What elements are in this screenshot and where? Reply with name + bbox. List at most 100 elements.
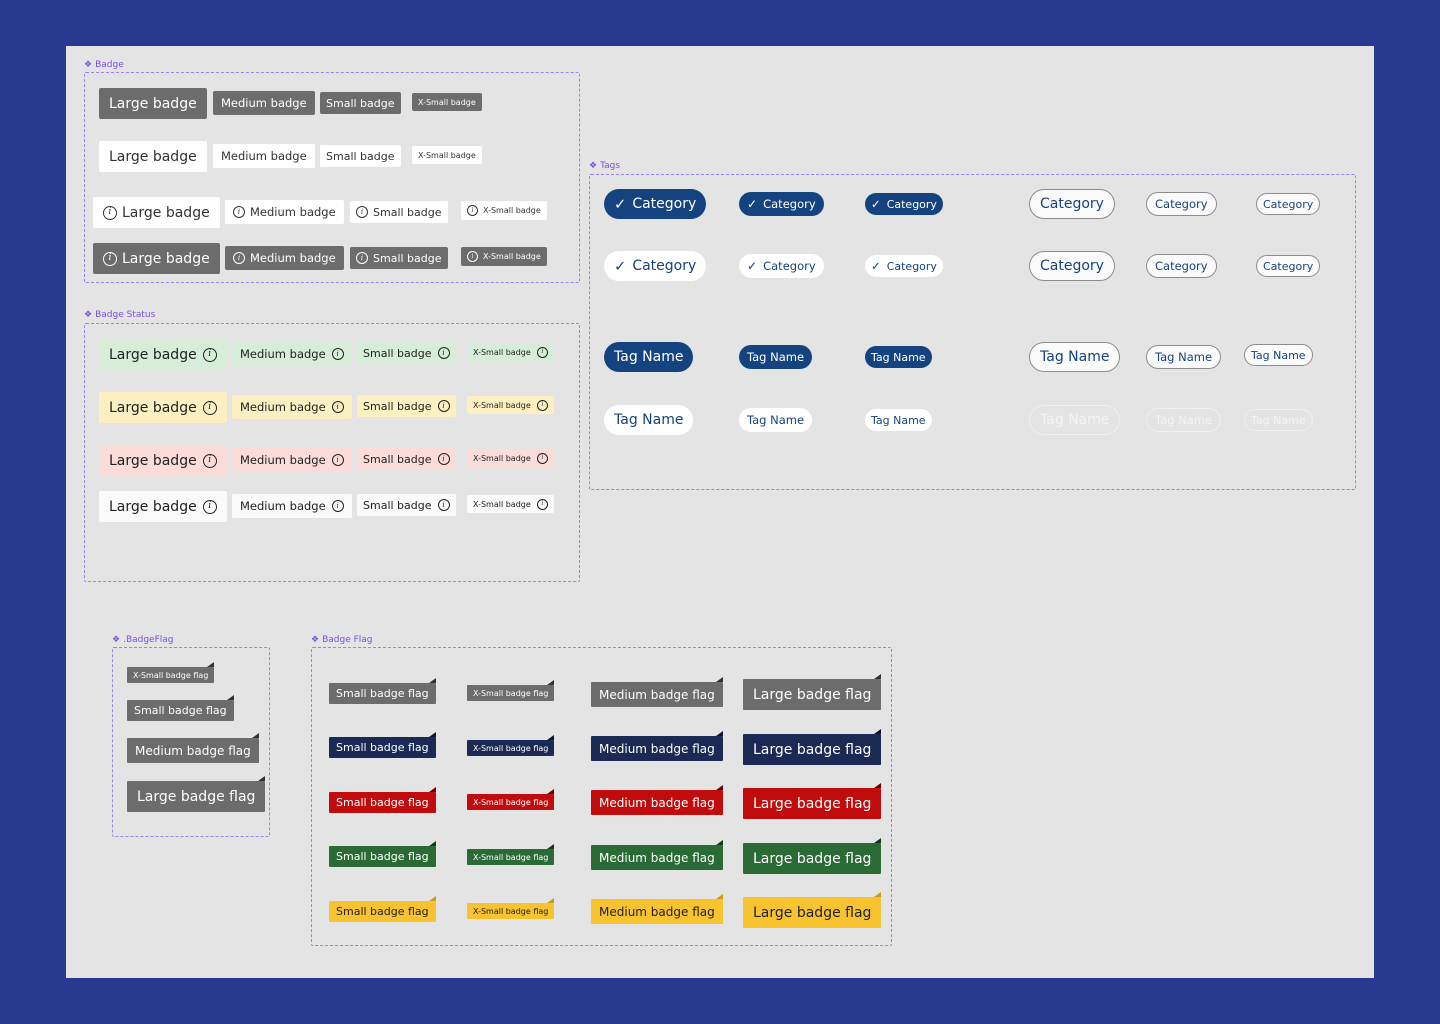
badge-small-dark[interactable]: Small badge — [320, 92, 401, 114]
tag-name-small-faint[interactable]: Tag Name — [1244, 409, 1313, 431]
badge-xsmall-dark[interactable]: X-Small badge — [412, 93, 482, 111]
tag-name-large-outline[interactable]: Tag Name — [1029, 342, 1121, 372]
tag-name-medium-white[interactable]: Tag Name — [739, 408, 813, 432]
badge-large-dark[interactable]: Large badge — [99, 88, 207, 119]
flag-small-component[interactable]: Small badge flag — [127, 695, 234, 721]
tag-category-medium-selected-white[interactable]: ✓Category — [739, 254, 824, 278]
tag-category-large-outline[interactable]: Category — [1029, 189, 1115, 219]
tag-category-medium-selected[interactable]: ✓Category — [739, 192, 824, 216]
flag-xsmall-gray[interactable]: X-Small badge flag — [467, 680, 555, 701]
tag-name-large-filled[interactable]: Tag Name — [604, 342, 694, 372]
info-icon: i — [331, 454, 344, 466]
tag-category-medium-outline[interactable]: Category — [1146, 192, 1217, 216]
tag-name-large-faint[interactable]: Tag Name — [1029, 405, 1121, 435]
frame-label-badgeflag-component: ❖.BadgeFlag — [112, 635, 174, 645]
info-icon: i — [103, 205, 117, 220]
flag-small-gray[interactable]: Small badge flag — [329, 678, 436, 704]
flag-small-navy[interactable]: Small badge flag — [329, 732, 436, 758]
flag-medium-yellow[interactable]: Medium badge flag — [591, 894, 723, 924]
info-icon: i — [356, 252, 368, 264]
flag-large-navy[interactable]: Large badge flag — [743, 729, 882, 765]
flag-large-gray[interactable]: Large badge flag — [743, 674, 882, 710]
diamond-component-icon: ❖ — [112, 635, 121, 645]
tag-name-small-white[interactable]: Tag Name — [865, 409, 932, 431]
flag-large-component[interactable]: Large badge flag — [127, 776, 266, 812]
flag-xsmall-navy[interactable]: X-Small badge flag — [467, 735, 555, 756]
check-icon: ✓ — [871, 197, 881, 211]
info-icon: i — [233, 206, 245, 218]
flag-large-yellow[interactable]: Large badge flag — [743, 892, 882, 928]
flag-medium-red[interactable]: Medium badge flag — [591, 785, 723, 815]
badge-frame — [84, 72, 580, 283]
check-icon: ✓ — [614, 257, 627, 275]
tag-category-small-outline-2[interactable]: Category — [1256, 255, 1321, 277]
badge-xsmall-white[interactable]: X-Small badge — [412, 146, 482, 164]
tag-category-medium-outline-2[interactable]: Category — [1146, 254, 1217, 278]
info-icon: i — [437, 400, 450, 412]
tag-category-small-outline[interactable]: Category — [1256, 193, 1321, 215]
tag-category-large-selected-white[interactable]: ✓Category — [604, 251, 707, 281]
flag-xsmall-red[interactable]: X-Small badge flag — [467, 789, 555, 810]
badge-large-white[interactable]: Large badge — [99, 141, 207, 172]
info-icon: i — [467, 251, 478, 262]
flag-medium-green[interactable]: Medium badge flag — [591, 840, 723, 870]
tag-name-medium-filled[interactable]: Tag Name — [739, 345, 813, 369]
flag-xsmall-component[interactable]: X-Small badge flag — [127, 662, 215, 683]
flag-small-red[interactable]: Small badge flag — [329, 787, 436, 813]
badgeflag-component-frame — [112, 647, 270, 837]
flag-medium-gray[interactable]: Medium badge flag — [591, 677, 723, 707]
diamond-component-icon: ❖ — [311, 635, 320, 645]
badge-flag-frame — [311, 647, 892, 946]
info-icon: i — [437, 499, 450, 511]
tag-name-small-filled[interactable]: Tag Name — [865, 346, 932, 368]
tag-name-medium-faint[interactable]: Tag Name — [1146, 408, 1222, 432]
flag-large-red[interactable]: Large badge flag — [743, 783, 882, 819]
info-icon: i — [536, 452, 548, 464]
badge-medium-dark[interactable]: Medium badge — [213, 91, 315, 115]
badge-status-frame — [84, 323, 580, 582]
badge-medium-white[interactable]: Medium badge — [213, 144, 315, 168]
tag-category-large-selected[interactable]: ✓Category — [604, 189, 707, 219]
tag-category-large-outline-2[interactable]: Category — [1029, 251, 1115, 281]
flag-small-green[interactable]: Small badge flag — [329, 841, 436, 867]
flag-xsmall-yellow[interactable]: X-Small badge flag — [467, 898, 555, 919]
flag-small-yellow[interactable]: Small badge flag — [329, 896, 436, 922]
flag-medium-navy[interactable]: Medium badge flag — [591, 731, 723, 761]
tag-name-large-white[interactable]: Tag Name — [604, 405, 694, 435]
check-icon: ✓ — [747, 197, 758, 211]
flag-large-green[interactable]: Large badge flag — [743, 838, 882, 874]
tag-name-small-outline[interactable]: Tag Name — [1244, 344, 1313, 366]
info-icon: i — [356, 206, 368, 218]
flag-medium-component[interactable]: Medium badge flag — [127, 733, 259, 763]
tag-category-small-selected-white[interactable]: ✓Category — [865, 255, 943, 277]
flag-xsmall-green[interactable]: X-Small badge flag — [467, 844, 555, 865]
tag-name-medium-outline[interactable]: Tag Name — [1146, 345, 1222, 369]
info-icon: i — [437, 347, 450, 359]
tag-category-small-selected[interactable]: ✓Category — [865, 193, 943, 215]
badge-small-white[interactable]: Small badge — [320, 145, 401, 167]
